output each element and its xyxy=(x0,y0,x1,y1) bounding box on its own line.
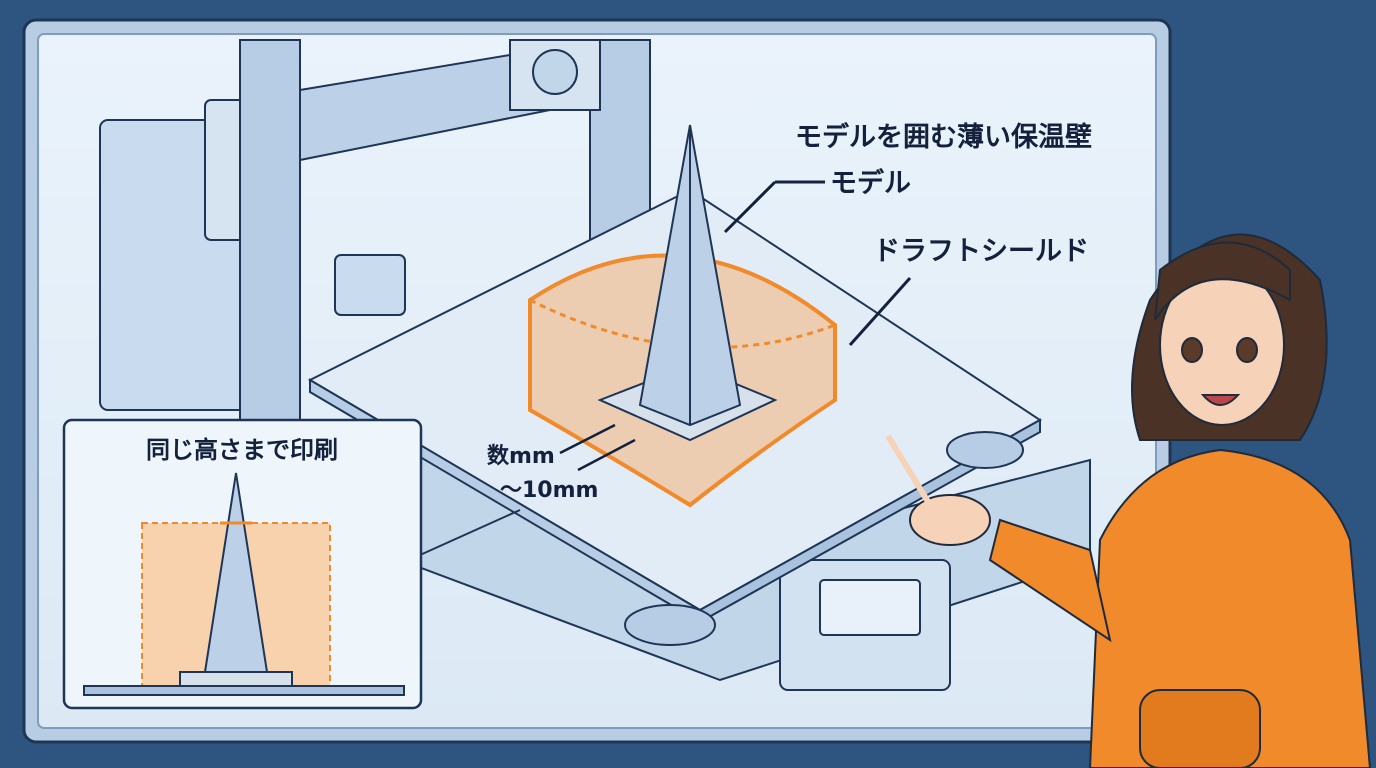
gap-label-line1: 数mm xyxy=(487,443,555,469)
model-pointer xyxy=(723,180,777,234)
draft-shield-label: ドラフトシールド xyxy=(873,236,1089,267)
model-spire xyxy=(638,124,742,427)
draft-shield-pointer xyxy=(848,276,912,347)
caption-heat-wall: モデルを囲む薄い保温壁 xyxy=(795,121,1092,153)
model-label: モデル xyxy=(830,167,911,199)
inset-title: 同じ高さまで印刷 xyxy=(146,436,338,464)
gap-label-line2: 〜10mm xyxy=(500,478,598,503)
inset-panel: 同じ高さまで印刷 xyxy=(62,418,521,710)
presenter-character xyxy=(885,233,1372,768)
